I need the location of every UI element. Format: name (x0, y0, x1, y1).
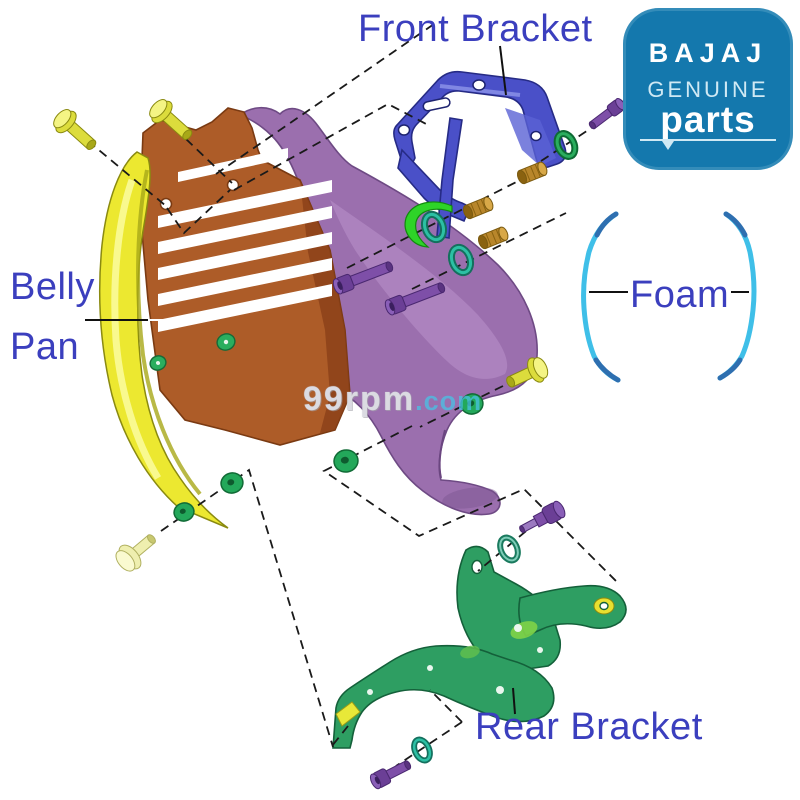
teal-o-ring (447, 243, 475, 277)
logo-brand-text: BAJAJ (648, 38, 768, 68)
purple-step-bolt (519, 500, 566, 533)
green-clip (404, 201, 453, 248)
purple-bolt (588, 98, 626, 130)
gold-spacer (462, 196, 494, 220)
yellow-bolt (53, 109, 97, 150)
purple-bolt (369, 760, 412, 790)
bracket-hole (397, 124, 411, 136)
foam-label: Foam (630, 274, 730, 316)
green-screw-clip (216, 333, 236, 351)
front-bracket (393, 70, 567, 239)
bracket-hole (530, 130, 542, 142)
green-o-ring (553, 130, 579, 160)
green-grommet (220, 472, 244, 494)
rear-bracket-leader (512, 687, 516, 715)
front-bracket-label: Front Bracket (358, 8, 593, 50)
yellow-side-trim (98, 151, 229, 529)
belly-pan-label-line1: Belly (10, 266, 95, 308)
watermark: 99rpm.com (303, 380, 482, 419)
watermark-name: 99rpm (303, 380, 416, 418)
green-screw-clip (149, 355, 167, 371)
rear-bracket (332, 545, 627, 749)
bracket-hole (471, 559, 483, 575)
bajaj-genuine-parts-logo: BAJAJ GENUINE parts (623, 8, 793, 170)
front-grille-panel (139, 107, 351, 446)
yellow-bolt (149, 99, 193, 140)
panel-screw-hole (159, 197, 173, 211)
yellow-highlight-patch (335, 701, 361, 727)
purple-bolt (384, 282, 446, 316)
green-grommet (333, 449, 359, 473)
purple-bolt (332, 261, 394, 295)
yellow-bolt (506, 357, 549, 388)
logo-genuine-text: GENUINE (647, 77, 769, 102)
green-grommet (173, 502, 195, 522)
foam-strip-left (581, 211, 621, 383)
logo-underline (640, 139, 776, 150)
pale-yellow-bolt (115, 534, 156, 572)
teal-o-ring (411, 736, 433, 764)
gold-spacer (477, 226, 509, 250)
bracket-slot (422, 97, 451, 112)
label-leader-lines (85, 45, 749, 715)
logo-arrow-icon (662, 141, 674, 150)
rear-bracket-label: Rear Bracket (475, 706, 703, 748)
teal-o-ring (420, 210, 448, 244)
green-grommet (460, 393, 484, 415)
logo-parts-text: parts (660, 99, 756, 140)
foam-strip-right (717, 211, 757, 381)
gold-spacer (516, 161, 548, 185)
watermark-tld: .com (415, 386, 483, 416)
flat-washer (497, 534, 521, 564)
belly-pan-label-line2: Pan (10, 326, 80, 368)
bracket-hole (472, 79, 486, 91)
front-bracket-leader (499, 45, 507, 96)
